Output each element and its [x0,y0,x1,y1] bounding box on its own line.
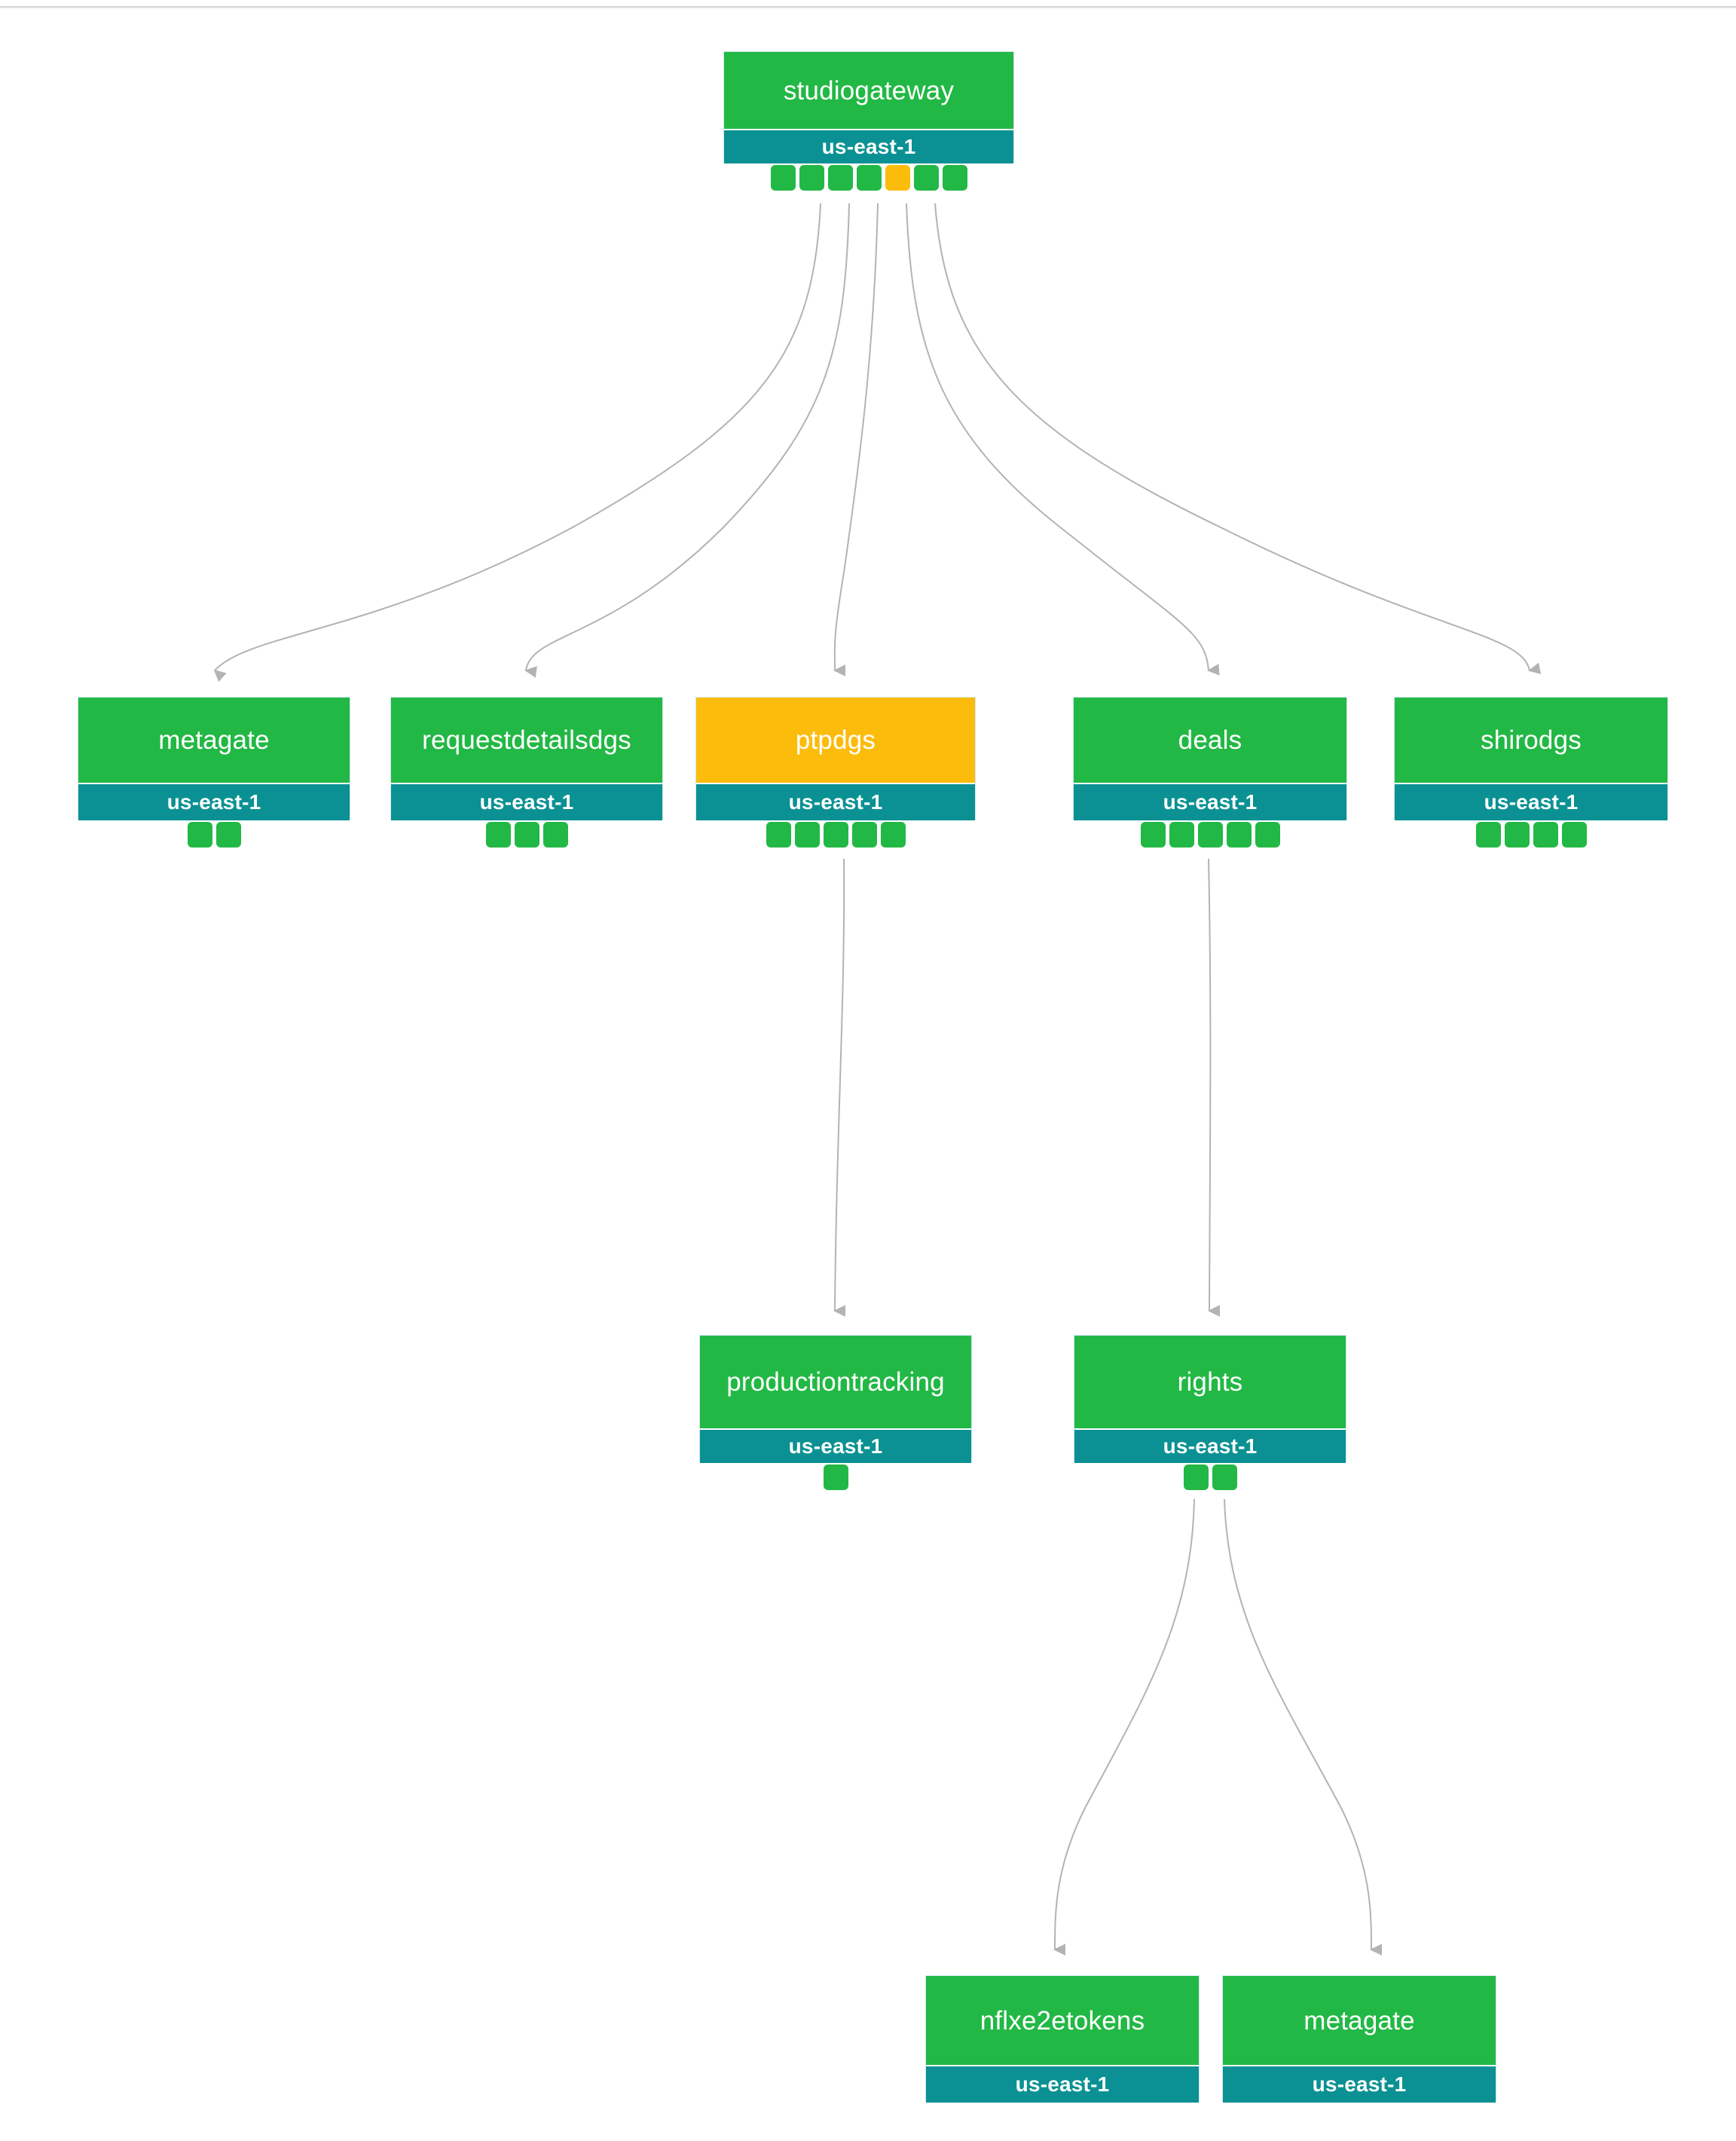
dependency-edge [524,203,850,678]
dependency-edge [833,858,846,1317]
instance-chip[interactable] [1183,1464,1209,1490]
service-node-region: us-east-1 [724,129,1013,163]
instance-chip[interactable] [1212,1464,1237,1490]
instance-chip[interactable] [485,822,511,848]
instance-chip-row [1183,1464,1237,1490]
instance-chip[interactable] [942,165,967,191]
instance-chip-row [1475,822,1587,848]
instance-chip[interactable] [187,822,212,848]
service-node-title: metagate [1223,1976,1496,2065]
service-node-region: us-east-1 [1223,2065,1496,2103]
service-node-title: requestdetailsdgs [391,698,662,783]
service-node-region: us-east-1 [696,783,975,820]
service-node-title: metagate [78,698,350,783]
instance-chip[interactable] [827,165,853,191]
instance-chip[interactable] [1197,822,1223,848]
instance-chip[interactable] [1226,822,1252,848]
service-node-title: ptpdgs [696,698,975,783]
service-node-region: us-east-1 [1074,1428,1346,1463]
instance-chip[interactable] [1504,822,1530,848]
instance-chip[interactable] [823,822,848,848]
instance-chip[interactable] [823,1464,848,1490]
instance-chip-row [766,822,906,848]
instance-chip[interactable] [770,165,796,191]
instance-chip[interactable] [799,165,824,191]
instance-chip[interactable] [514,822,539,848]
dependency-edge [1224,1498,1383,1956]
dependency-edge [1208,858,1221,1317]
instance-chip[interactable] [1533,822,1558,848]
service-node-title: studiogateway [724,52,1013,129]
service-node-title: rights [1074,1336,1346,1428]
instance-chip[interactable] [542,822,568,848]
dependency-edge [213,203,821,683]
instance-chip[interactable] [1475,822,1501,848]
instance-chip[interactable] [766,822,791,848]
service-node-region: us-east-1 [926,2065,1199,2103]
instance-chip[interactable] [913,165,939,191]
instance-chip-row [1140,822,1280,848]
instance-chip[interactable] [1255,822,1280,848]
instance-chip[interactable] [885,165,910,191]
instance-chip[interactable] [1140,822,1166,848]
header-divider [0,6,1736,8]
instance-chip-row [770,165,967,191]
service-node-region: us-east-1 [1395,783,1667,820]
service-node-region: us-east-1 [700,1428,971,1463]
dependency-edge [833,203,879,677]
instance-chip[interactable] [851,822,877,848]
dependency-edge [934,203,1542,674]
service-node-title: shirodgs [1395,698,1667,783]
instance-chip[interactable] [1561,822,1587,848]
instance-chip[interactable] [215,822,241,848]
instance-chip-row [485,822,568,848]
service-node-region: us-east-1 [391,783,662,820]
service-node-region: us-east-1 [1074,783,1346,820]
dependency-edges [213,203,1542,1956]
dependency-edge [1053,1498,1195,1956]
instance-chip[interactable] [880,822,906,848]
service-node-title: nflxe2etokens [926,1976,1199,2065]
instance-chip-row [187,822,241,848]
dependency-edge [906,203,1220,676]
service-node-title: productiontracking [700,1336,971,1428]
instance-chip[interactable] [856,165,882,191]
instance-chip[interactable] [1169,822,1194,848]
service-node-region: us-east-1 [78,783,350,820]
service-node-title: deals [1074,698,1346,783]
instance-chip-row [823,1464,848,1490]
instance-chip[interactable] [794,822,820,848]
